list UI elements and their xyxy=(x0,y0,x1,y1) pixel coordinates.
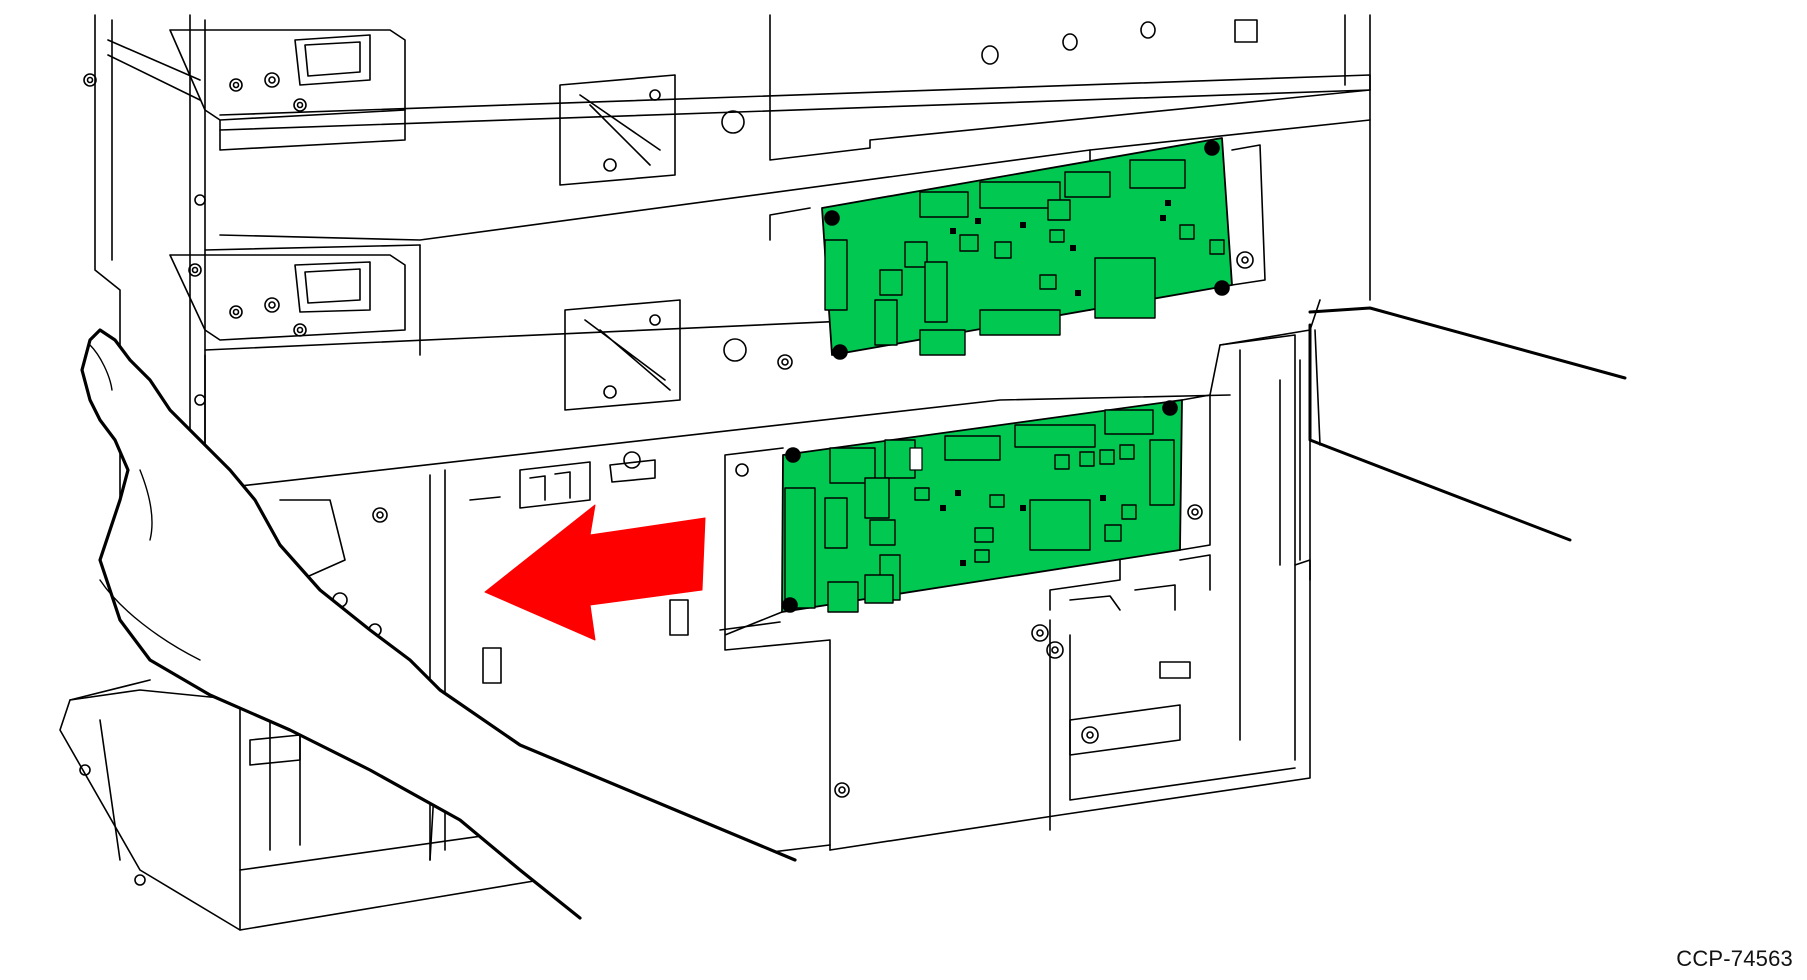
cable xyxy=(1308,306,1627,542)
figure-reference-id: CCP-74563 xyxy=(1676,946,1793,971)
screw-icon xyxy=(824,210,840,226)
removal-arrow-icon xyxy=(484,504,706,641)
chassis-frame xyxy=(83,14,406,516)
hand-icon xyxy=(80,328,797,920)
lower-circuit-board xyxy=(719,394,1211,851)
lower-panel xyxy=(429,299,1321,861)
upper-circuit-board xyxy=(769,137,1266,370)
